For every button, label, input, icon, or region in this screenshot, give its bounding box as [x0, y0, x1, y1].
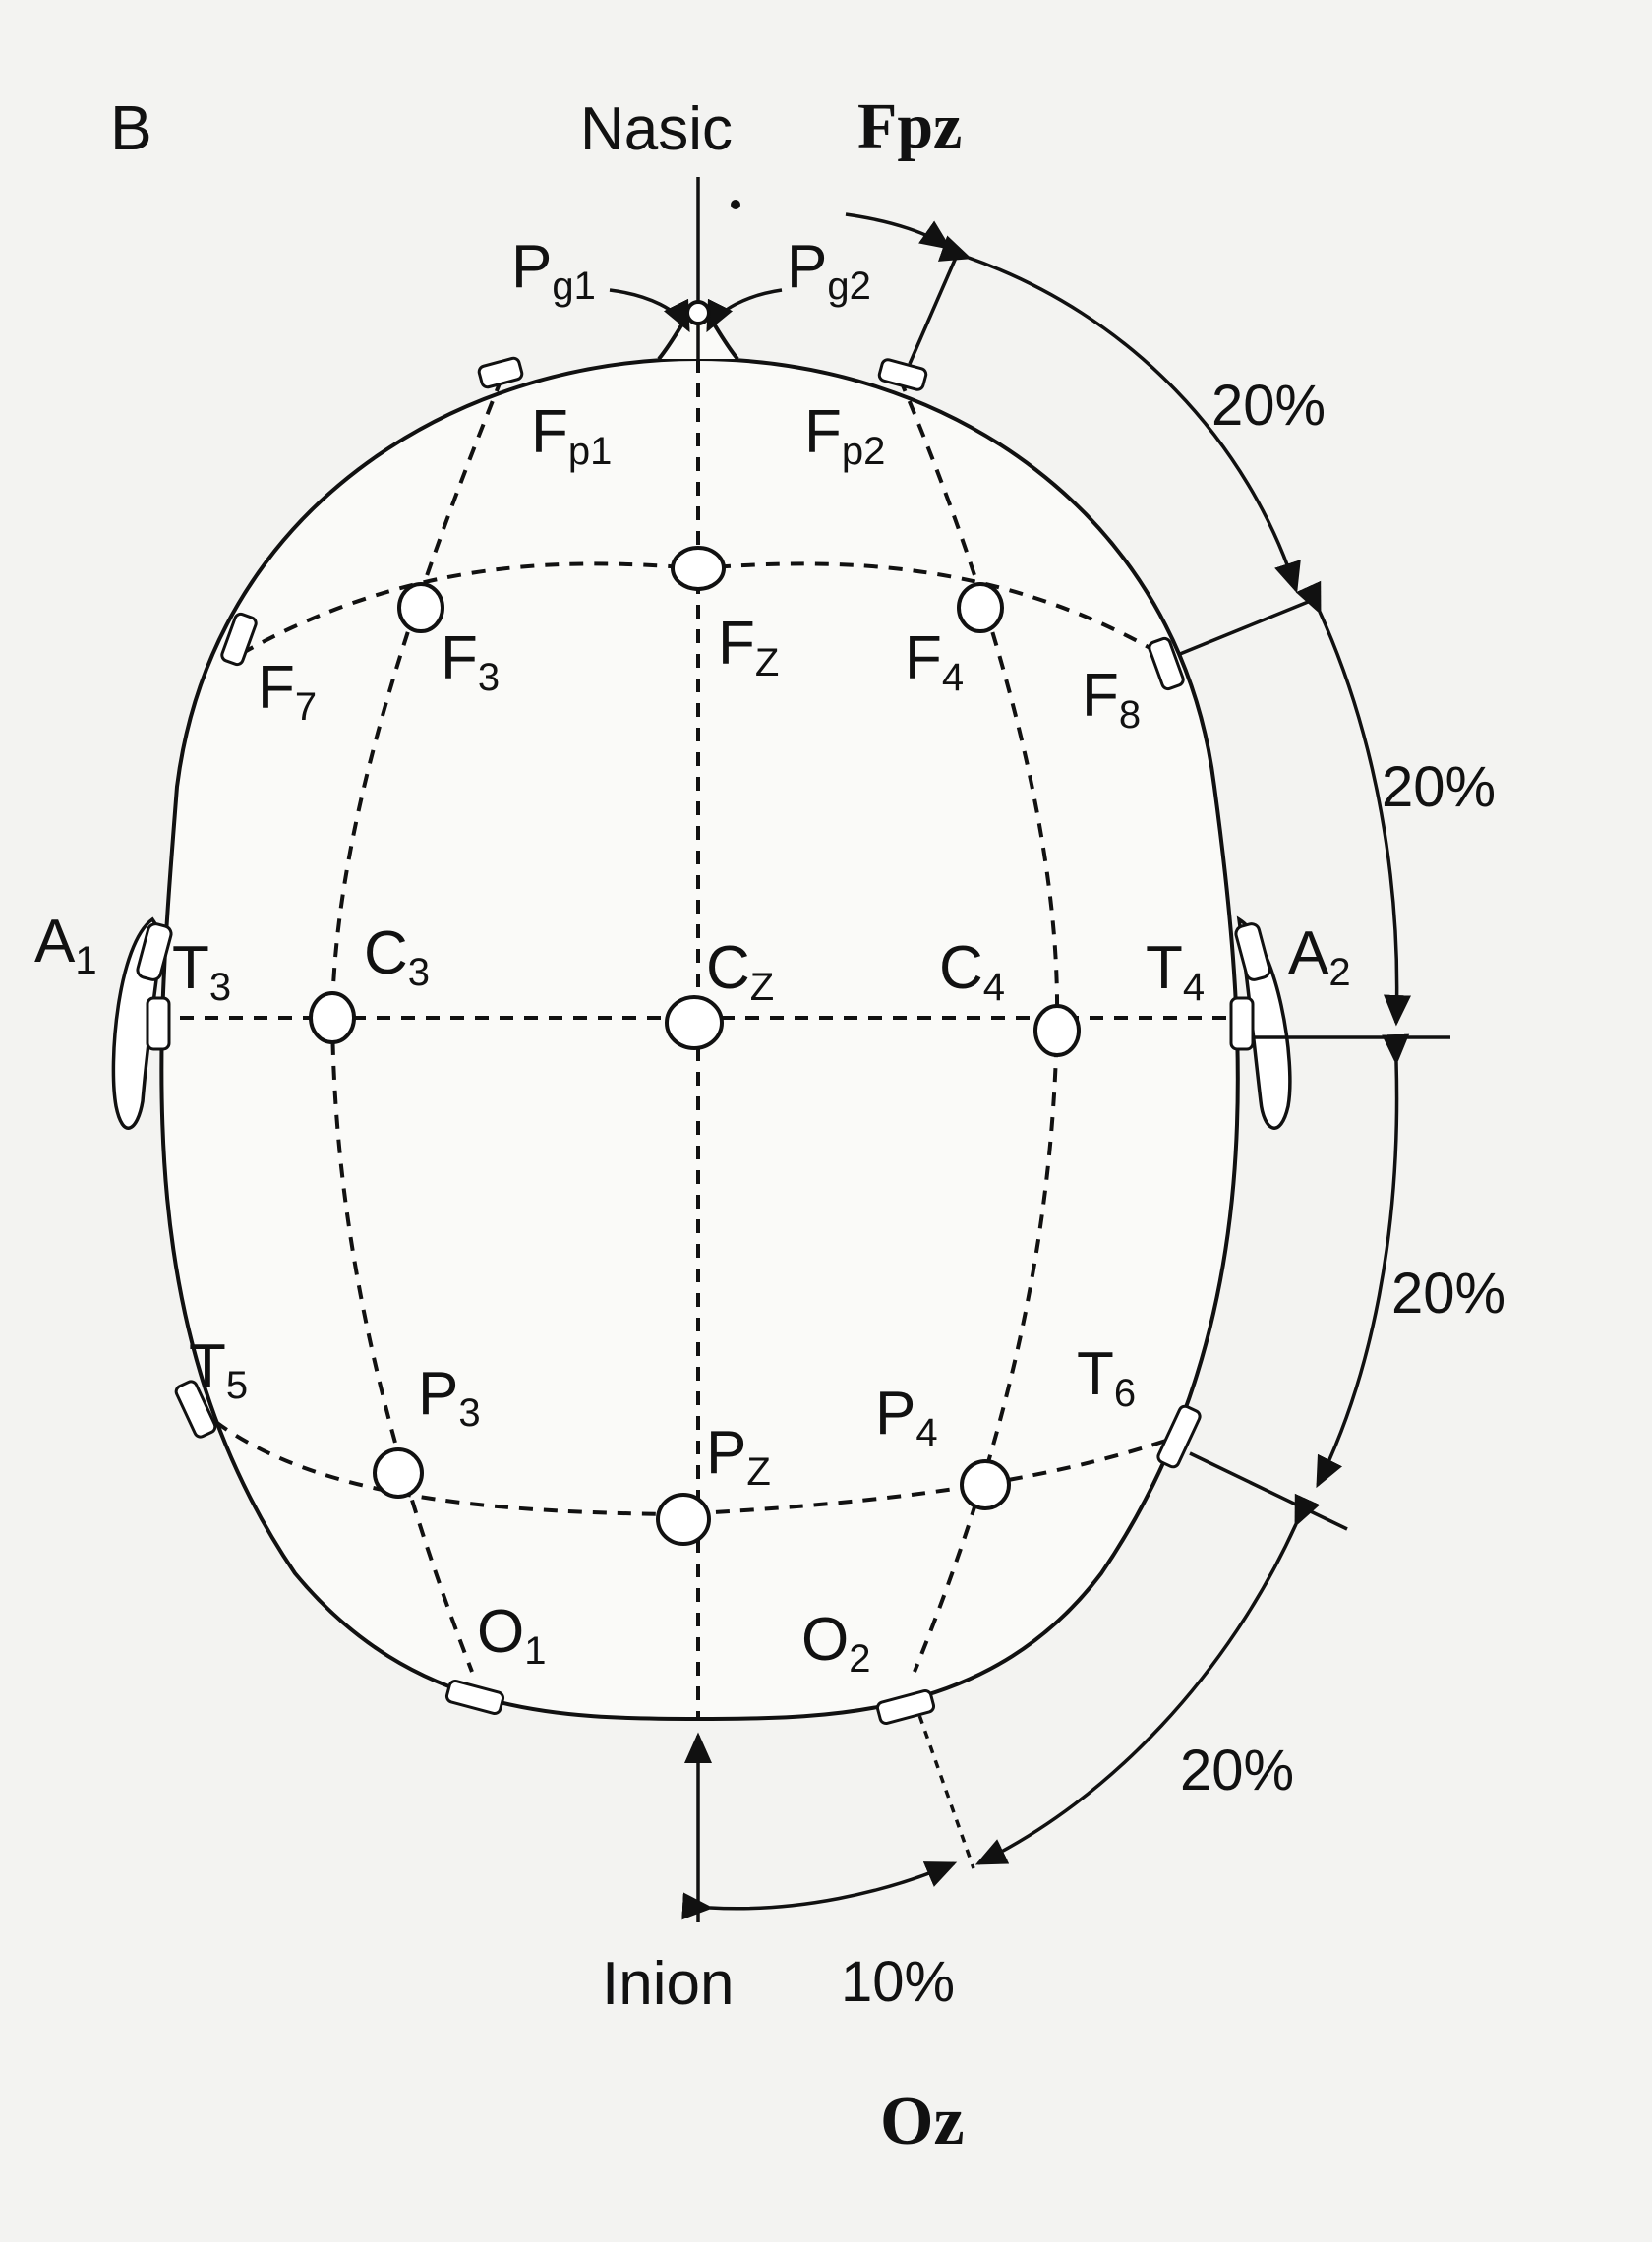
label-f4: F4 — [905, 624, 964, 699]
electrode-p4 — [960, 1459, 1011, 1510]
arc-20pct-2 — [1295, 580, 1411, 1027]
label-o1: O1 — [477, 1598, 546, 1673]
label-pz: PZ — [706, 1419, 771, 1494]
arc-10pct — [681, 1861, 958, 1920]
inion-label: Inion — [602, 1950, 734, 2018]
fpz-label: Fpz — [857, 90, 962, 162]
label-t3: T3 — [172, 934, 231, 1009]
label-fz: FZ — [718, 610, 779, 684]
label-f3: F3 — [441, 624, 500, 699]
label-c4: C4 — [939, 934, 1005, 1009]
label-cz: CZ — [706, 934, 774, 1009]
t6-radial — [1189, 1451, 1348, 1531]
electrode-f4 — [957, 582, 1004, 633]
panel-label: B — [110, 92, 152, 163]
pad-a1 — [136, 922, 173, 981]
pct-label-2: 20% — [1382, 755, 1496, 819]
electrode-pz — [656, 1493, 711, 1546]
label-fp2: Fp2 — [804, 398, 885, 473]
pct-label-3: 20% — [1391, 1262, 1505, 1326]
nasion-dot — [731, 200, 740, 209]
electrode-cz — [665, 995, 724, 1050]
electrode-f3 — [397, 582, 444, 633]
label-p3: P3 — [418, 1360, 481, 1435]
arc-20pct-4 — [974, 1493, 1321, 1865]
label-c3: C3 — [364, 919, 430, 994]
nasion-label: Nasic — [580, 95, 733, 163]
pct-label-5: 10% — [841, 1950, 955, 2014]
label-f8: F8 — [1082, 662, 1141, 737]
pad-t5 — [174, 1380, 217, 1439]
pad-o2 — [875, 1688, 936, 1726]
pad-o1 — [444, 1679, 505, 1716]
label-t6: T6 — [1077, 1340, 1136, 1415]
label-a1: A1 — [34, 908, 97, 982]
electrode-fz — [671, 546, 726, 591]
pad-f8 — [1148, 636, 1185, 691]
pg2-label: Pg2 — [787, 233, 871, 308]
arc-20pct-3 — [1316, 1033, 1410, 1489]
label-p4: P4 — [875, 1380, 938, 1454]
oz-radial — [913, 1700, 975, 1869]
electrode-c3 — [309, 991, 356, 1044]
label-f7: F7 — [258, 654, 317, 729]
label-o2: O2 — [801, 1606, 870, 1681]
f8-radial — [1179, 596, 1319, 656]
electrode-p3 — [373, 1447, 424, 1499]
fpz-radial — [908, 250, 961, 365]
label-t5: T5 — [189, 1332, 248, 1407]
label-a2: A2 — [1288, 919, 1351, 994]
pad-t6 — [1156, 1404, 1202, 1469]
pad-fp1 — [477, 356, 524, 389]
pg1-leader — [609, 288, 690, 333]
pct-label-4: 20% — [1180, 1739, 1294, 1802]
label-t4: T4 — [1146, 934, 1205, 1009]
pct-label-1: 20% — [1211, 374, 1326, 438]
pg2-leader — [706, 288, 783, 333]
pad-t3 — [146, 996, 171, 1051]
fpz-angle-arc — [845, 212, 952, 251]
arc-20pct-1 — [937, 235, 1301, 594]
pad-t4 — [1229, 996, 1255, 1051]
electrode-c4 — [1033, 1004, 1081, 1057]
pad-a2 — [1234, 922, 1271, 981]
label-fp1: Fp1 — [531, 398, 612, 473]
pad-f7 — [220, 612, 258, 667]
pad-fp2 — [877, 358, 928, 391]
oz-label: Oz — [880, 2084, 965, 2159]
nasion-marker — [685, 300, 711, 325]
pg1-label: Pg1 — [511, 233, 596, 308]
